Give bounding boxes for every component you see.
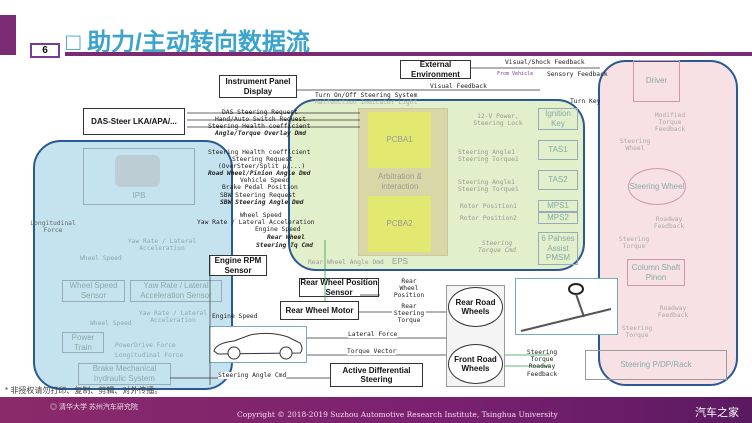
- eps-label: EPS: [391, 257, 408, 267]
- ignition-key-box: Ignition Key: [538, 108, 578, 130]
- signal-health-2: Steering Health coefficient: [208, 149, 311, 156]
- ipb-box: IPB: [83, 148, 195, 205]
- signal-power-lock: 12-V Power, Steering Lock: [473, 113, 523, 128]
- title-accent-bar: [0, 15, 16, 55]
- car-image: [209, 326, 307, 363]
- signal-sensory: Sensory Feedback: [547, 71, 608, 78]
- logo-text: 清华大学 苏州汽车研究院: [58, 404, 138, 411]
- wheel-speed-sensor-box: Wheel Speed Sensor: [62, 280, 125, 302]
- slide-number: 6: [30, 43, 60, 58]
- driver-region: [598, 60, 738, 386]
- signal-oversteer: (OverSteer/Split μ/...): [218, 163, 306, 170]
- signal-health-1: Steering Health coefficient: [208, 123, 311, 130]
- rear-road-wheels: Rear Road Wheels: [448, 287, 503, 327]
- ipb-module-image: [115, 155, 160, 187]
- steering-rack-image: [515, 278, 618, 335]
- footer-logo: ◎ 清华大学 苏州汽车研究院: [50, 402, 138, 412]
- signal-roadway-2: Roadway Feedback: [657, 305, 689, 320]
- signal-sw-label: Steering Wheel: [619, 138, 651, 153]
- tas1-box: TAS1: [538, 140, 578, 160]
- power-train-box: Power Train: [62, 332, 104, 353]
- signal-from-vehicle: From Vehicle: [497, 71, 534, 77]
- signal-yaw-lateral: Yaw Rate / Lateral Acceleration: [197, 219, 315, 226]
- signal-steer-tq-cmd: Steering Torque Cmd: [478, 240, 516, 255]
- steering-rack-box: Steering P/DP/Rack: [585, 350, 727, 380]
- signal-engine-speed-2: Engine Speed: [212, 313, 258, 320]
- signal-steer-angle-cmd: Steering Angle Cmd: [218, 372, 287, 380]
- signal-rw-position: Rear Wheel Position: [393, 278, 425, 300]
- arbitration-label: Arbitration & interaction: [377, 172, 423, 191]
- signal-rear-wheel-tq-2: Steering Tq Cmd: [256, 242, 313, 249]
- signal-modified-torque: Modified Torque Feedback: [654, 112, 686, 134]
- watermark: 汽车之家: [695, 407, 739, 419]
- page-title: □ 助力/主动转向数据流: [66, 29, 310, 56]
- signal-yaw-lateral-3: Yaw Rate / Lateral Acceleration: [138, 310, 208, 325]
- signal-powerdrive: PowerDrive Force: [115, 342, 176, 349]
- signal-steer-request: Steering Request: [232, 156, 293, 163]
- pmsm-box: 6 Pahses Assist PMSM: [538, 232, 578, 265]
- signal-turn-onoff: Turn On/Off Steering System: [315, 92, 418, 99]
- mps2-box: MPS2: [538, 212, 578, 224]
- signal-rear-steer-tq: Rear Steering Torque: [392, 303, 426, 325]
- signal-rear-wheel-tq-1: Rear Wheel: [267, 234, 305, 241]
- signal-vehicle-speed: Vehicle Speed: [240, 177, 290, 184]
- signal-angle1a: Steering Angle1: [458, 149, 515, 156]
- logo-emblem-icon: ◎: [50, 404, 59, 411]
- signal-rotor1: Rotor Position1: [460, 203, 517, 210]
- signal-turn-key: Turn Key: [570, 98, 601, 105]
- signal-overlay: Angle/Torque Overlay Dmd: [215, 130, 306, 137]
- signal-lateral-force: Lateral Force: [348, 331, 398, 339]
- tas2-box: TAS2: [538, 170, 578, 190]
- signal-brake-pedal: Brake Pedal Position: [222, 184, 298, 191]
- signal-torque-roadway: Steering Torque Roadway Feedback: [526, 349, 558, 378]
- rear-wheel-position-sensor-box: Rear Wheel Position Sensor: [299, 278, 379, 297]
- yaw-sensor-box: Yaw Rate / Lateral Acceleration Sensor: [130, 280, 222, 302]
- signal-rw-angle: Rear Wheel Angle Dmd: [308, 259, 384, 266]
- signal-rotor2: Rotor Position2: [460, 215, 517, 222]
- steering-wheel-node: Steering Wheel: [628, 168, 686, 205]
- signal-sbw-angle: SBW Steering Angle Dmd: [220, 199, 304, 206]
- signal-wheel-speed: Wheel Speed: [240, 212, 282, 219]
- signal-steer-torque-1: Steering Torque: [618, 236, 650, 251]
- signal-visual-shock: Visual/Shock Feedback: [505, 59, 585, 66]
- footer-copyright: Copyright © 2018-2019 Suzhou Automotive …: [237, 410, 558, 419]
- signal-road-wheel: Road Wheel/Pinion Angle Dmd: [208, 170, 311, 177]
- signal-hand-auto: Hand/Auto Switch Request: [215, 116, 306, 123]
- driver-box: Driver: [633, 60, 680, 102]
- signal-visual-feedback: Visual Feedback: [430, 83, 487, 90]
- signal-angle1b: Steering Angle1: [458, 179, 515, 186]
- footer-bar: ◎ 清华大学 苏州汽车研究院 Copyright © 2018-2019 Suz…: [0, 397, 752, 423]
- ipb-label: IPB: [132, 191, 146, 201]
- pcba1-box: PCBA1: [368, 112, 431, 168]
- signal-wheel-speed-2: Wheel Speed: [80, 255, 122, 262]
- signal-long-force-2: Longitudinal Force: [115, 352, 184, 359]
- pcba2-box: PCBA2: [368, 196, 431, 252]
- column-shaft-pinon-box: Column Shaft Pinon: [627, 259, 685, 286]
- front-road-wheels: Front Road Wheels: [448, 344, 503, 384]
- rear-wheel-motor-box: Rear Wheel Motor: [280, 301, 359, 320]
- signal-long-force: Longitudinal Force: [30, 220, 76, 235]
- signal-torque-vector: Torque Vector: [347, 348, 397, 356]
- signal-sbw-request: SBW Steering Request: [220, 192, 296, 199]
- signal-torque1a: Steering Torque1: [458, 156, 519, 163]
- external-environment-box: External Environment: [400, 60, 471, 79]
- signal-malfunction: Malfunction Indicator Light: [315, 99, 418, 106]
- signal-das-request: DAS Steering Request: [222, 109, 298, 116]
- mps1-box: MPS1: [538, 200, 578, 212]
- signal-wheel-speed-3: Wheel Speed: [90, 320, 132, 327]
- signal-engine-speed: Engine Speed: [255, 226, 301, 233]
- instrument-panel-box: Instrument Panel Display: [219, 75, 297, 98]
- engine-rpm-box: Engine RPM Sensor: [209, 255, 267, 276]
- signal-steer-torque-2: Steering Torque: [621, 325, 653, 340]
- title-underline: [65, 52, 752, 56]
- signal-torque1b: Steering Torque1: [458, 186, 519, 193]
- active-differential-steering-box: Active Differential Steering: [330, 363, 423, 387]
- signal-yaw-lateral-2: Yaw Rate / Lateral Acceleration: [127, 238, 197, 253]
- das-steer-box: DAS-Steer LKA/APA/...: [83, 108, 185, 135]
- copyright-note: * 非授权请勿打印、复制、剪辑、对外传播。: [5, 386, 163, 395]
- signal-roadway-1: Roadway Feedback: [653, 216, 685, 231]
- brake-system-box: Brake Mechanical hydraulic System: [78, 363, 171, 385]
